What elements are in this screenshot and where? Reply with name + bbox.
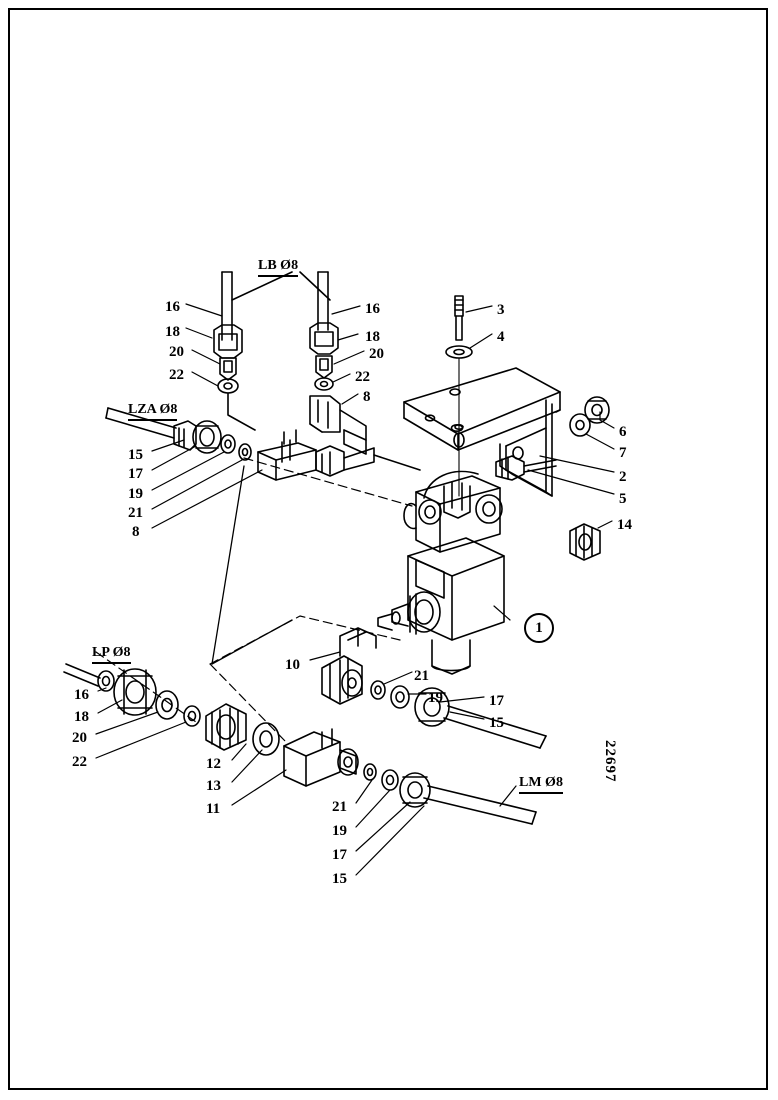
callout-16: 16 <box>365 301 380 317</box>
elbow-fitting-top <box>309 395 367 455</box>
bottom-nut-17 <box>399 772 431 808</box>
washer-4 <box>445 345 473 359</box>
mid-washer-19 <box>390 685 410 709</box>
callout-22: 22 <box>169 367 184 383</box>
tee-body <box>257 429 317 481</box>
callout-3: 3 <box>497 302 505 318</box>
callout-16: 16 <box>165 299 180 315</box>
callout-18: 18 <box>74 709 89 725</box>
ring-lza <box>238 443 252 461</box>
lp-ring-22 <box>183 705 201 727</box>
lp-nut-18 <box>113 668 157 716</box>
callout-8: 8 <box>132 524 140 540</box>
callout-19: 19 <box>332 823 347 839</box>
bottom-ring-21 <box>363 763 377 781</box>
callout-20: 20 <box>369 346 384 362</box>
fitting-ring-left <box>217 378 239 394</box>
bottom-hose-15 <box>423 785 537 825</box>
callout-5: 5 <box>619 491 627 507</box>
callout-18: 18 <box>365 329 380 345</box>
washer-lza <box>220 434 236 454</box>
callout-2: 2 <box>619 469 627 485</box>
line-label-lza: LZA Ø8 <box>128 402 178 421</box>
callout-20: 20 <box>169 344 184 360</box>
callout-21: 21 <box>128 505 143 521</box>
bottom-washer-19 <box>381 769 399 791</box>
fitting-sleeve-left <box>219 357 237 381</box>
callout-19: 19 <box>128 486 143 502</box>
nut-14 <box>569 523 601 561</box>
lp-hose <box>63 663 101 687</box>
callout-22: 22 <box>72 754 87 770</box>
washer-13 <box>252 722 280 756</box>
callout-7: 7 <box>619 445 627 461</box>
callout-14: 14 <box>617 517 632 533</box>
nut-6 <box>584 396 610 424</box>
callout-18: 18 <box>165 324 180 340</box>
valve-body <box>377 470 505 675</box>
callout-10: 10 <box>285 657 300 673</box>
callout-20: 20 <box>72 730 87 746</box>
adapter-12 <box>205 703 247 751</box>
washer-7 <box>569 413 591 437</box>
elbow-10 <box>321 627 377 705</box>
callout-15: 15 <box>489 715 504 731</box>
fitting-sleeve-right <box>315 355 333 379</box>
callout-12: 12 <box>206 756 221 772</box>
callout-15: 15 <box>128 447 143 463</box>
callout-17: 17 <box>489 693 504 709</box>
hex-nut-lza <box>192 420 222 454</box>
drawing-number: 22697 <box>602 740 618 783</box>
callout-19: 19 <box>428 690 443 706</box>
fitting-nut-left <box>213 324 243 359</box>
callout-4: 4 <box>497 329 505 345</box>
hose-stub-left <box>221 271 233 341</box>
callout-6: 6 <box>619 424 627 440</box>
callout-17: 17 <box>128 466 143 482</box>
bolt-2 <box>495 455 557 481</box>
callout-22: 22 <box>355 369 370 385</box>
callout-13: 13 <box>206 778 221 794</box>
line-label-lm: LM Ø8 <box>519 775 563 794</box>
hose-stub-right <box>317 271 329 331</box>
mounting-bracket <box>403 367 561 497</box>
callout-15: 15 <box>332 871 347 887</box>
lza-hose <box>105 407 177 439</box>
callout-17: 17 <box>332 847 347 863</box>
lp-washer-20 <box>155 690 179 720</box>
callout-21: 21 <box>332 799 347 815</box>
callout-16: 16 <box>74 687 89 703</box>
line-label-lb: LB Ø8 <box>258 258 299 277</box>
fitting-ring-right <box>314 377 334 391</box>
tee-end-nut <box>315 445 375 477</box>
fitting-nut-right <box>309 322 339 355</box>
sleeve-11 <box>283 728 359 787</box>
circled-callout-1: 1 <box>524 613 554 643</box>
line-label-lp: LP Ø8 <box>92 645 131 664</box>
callout-21: 21 <box>414 668 429 684</box>
mid-hose-15 <box>443 705 547 749</box>
bolt-3 <box>454 295 464 341</box>
callout-8: 8 <box>363 389 371 405</box>
mid-ring-21 <box>370 680 386 700</box>
lp-ring-16 <box>97 670 115 692</box>
callout-11: 11 <box>206 801 221 817</box>
sheet-border <box>8 8 768 1090</box>
